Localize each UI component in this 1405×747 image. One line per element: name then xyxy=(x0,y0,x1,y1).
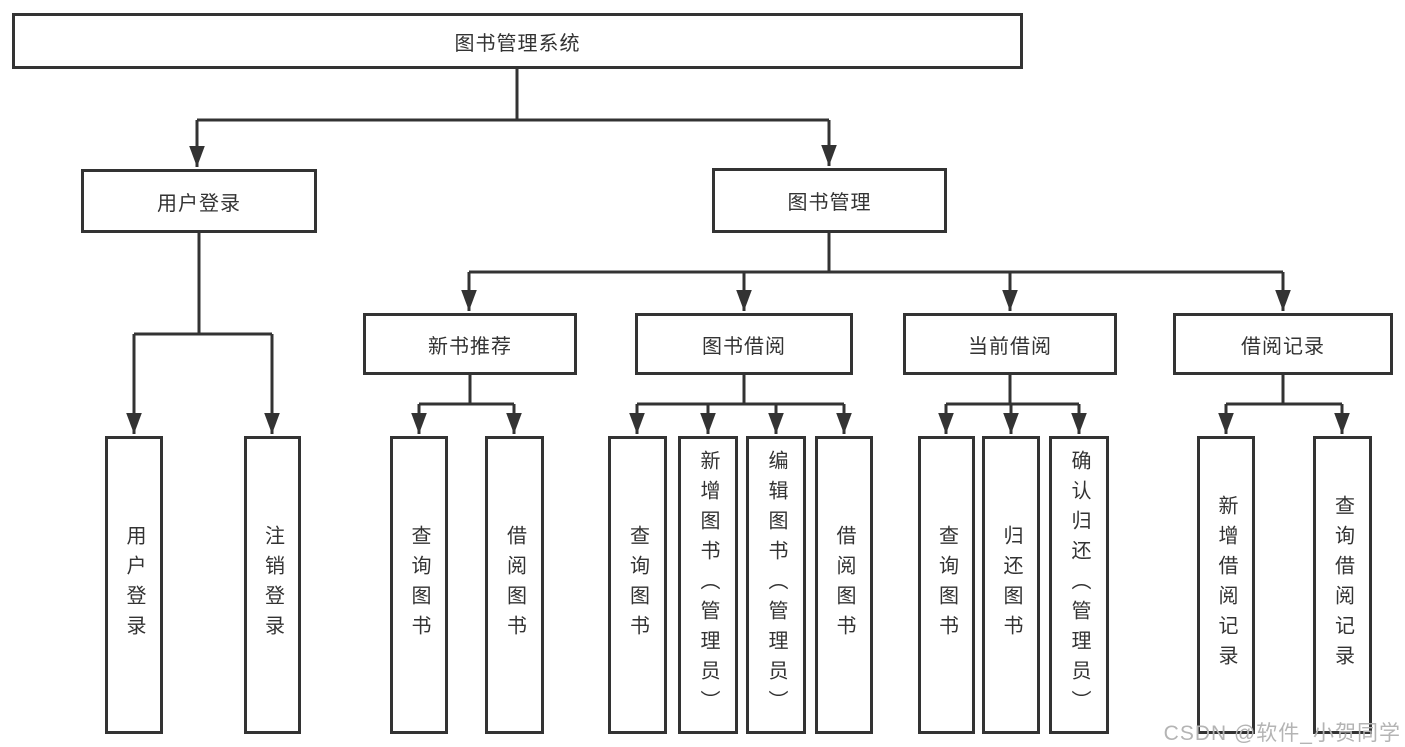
branch-root xyxy=(189,68,837,167)
branch-current-borrow xyxy=(938,375,1087,434)
node-leaf-bb-edit-books-admin: 编辑图书（管理员） xyxy=(746,436,806,734)
node-leaf-bb-query-books: 查询图书 xyxy=(608,436,667,734)
node-leaf-user-login: 用户登录 xyxy=(105,436,163,734)
node-leaf-br-query-record: 查询借阅记录 xyxy=(1313,436,1372,734)
node-leaf-cb-confirm-return-admin: 确认归还（管理员） xyxy=(1049,436,1109,734)
node-leaf-nbr-query-books: 查询图书 xyxy=(390,436,448,734)
branch-book-management xyxy=(461,233,1291,311)
node-leaf-cb-query-books: 查询图书 xyxy=(918,436,975,734)
node-book-management: 图书管理 xyxy=(712,168,947,233)
node-leaf-cb-return-books: 归还图书 xyxy=(982,436,1040,734)
csdn-watermark: CSDN @软件_小贺同学 xyxy=(1163,722,1401,745)
branch-user-login xyxy=(126,233,280,434)
node-leaf-bb-borrow-books: 借阅图书 xyxy=(815,436,873,734)
branch-new-book-rec xyxy=(411,375,522,434)
node-leaf-nbr-borrow-books: 借阅图书 xyxy=(485,436,544,734)
node-user-login: 用户登录 xyxy=(81,169,317,233)
node-leaf-bb-add-books-admin: 新增图书（管理员） xyxy=(678,436,738,734)
branch-book-borrow xyxy=(629,375,852,434)
node-book-borrowing: 图书借阅 xyxy=(635,313,853,375)
node-leaf-br-add-record: 新增借阅记录 xyxy=(1197,436,1255,734)
node-root: 图书管理系统 xyxy=(12,13,1023,69)
branch-borrow-records xyxy=(1218,375,1350,434)
node-current-borrowing: 当前借阅 xyxy=(903,313,1117,375)
node-new-book-recommendation: 新书推荐 xyxy=(363,313,577,375)
node-borrowing-records: 借阅记录 xyxy=(1173,313,1393,375)
node-leaf-logout: 注销登录 xyxy=(244,436,301,734)
